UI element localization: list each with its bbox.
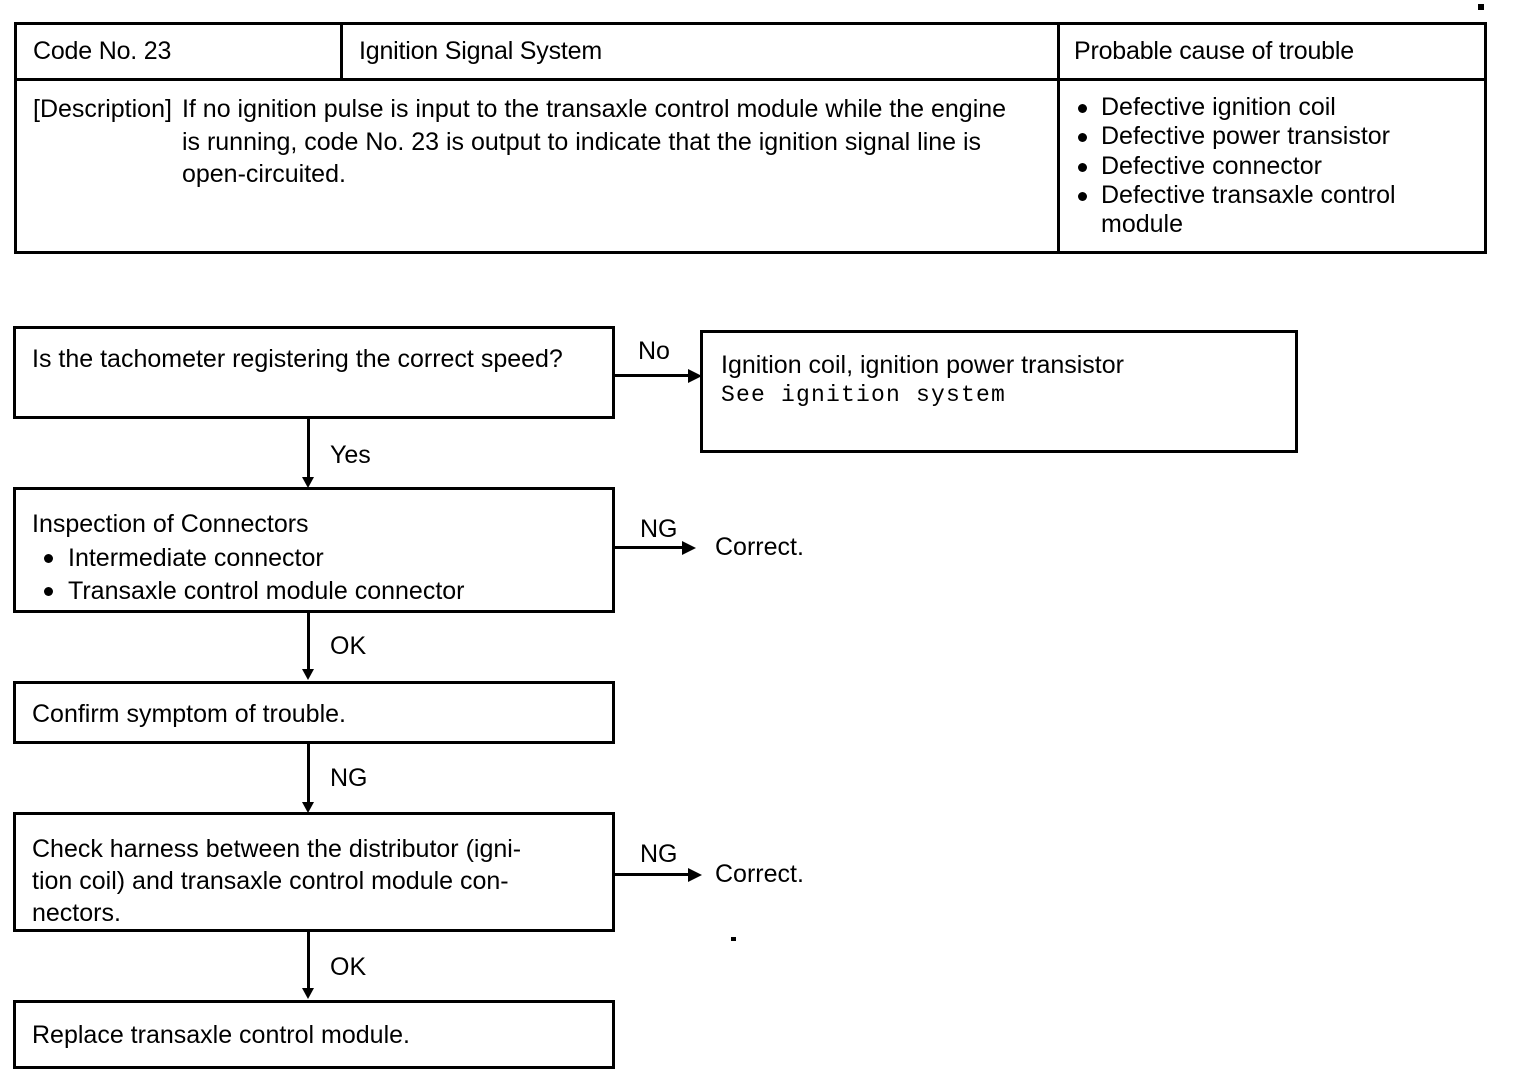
code-number-label: Code No. 23 (33, 36, 172, 65)
flow-node-title: Inspection of Connectors (32, 510, 309, 538)
table-cell-cause-header: Probable cause of trouble (1060, 25, 1484, 78)
edge-label-ng-3: NG (640, 840, 678, 868)
cause-text: Defective ignition coil (1101, 93, 1336, 121)
edge-yes-line (307, 419, 310, 479)
table-body-row: [Description] If no ignition pulse is in… (17, 81, 1484, 254)
bullet-icon (1078, 133, 1087, 143)
bullet-icon (44, 554, 53, 563)
edge-no-line (615, 374, 693, 377)
outcome-correct-2: Correct. (715, 860, 804, 888)
edge-label-ok-1: OK (330, 632, 367, 660)
diagnostic-code-table: Code No. 23 Ignition Signal System Proba… (14, 22, 1487, 254)
probable-cause-header-label: Probable cause of trouble (1074, 36, 1354, 65)
cause-text: Defective connector (1101, 151, 1322, 180)
flow-node-ignition-reference: Ignition coil, ignition power transistor… (700, 330, 1298, 453)
cause-text: Defective power transistor (1101, 122, 1391, 151)
edge-ok2-line (307, 932, 310, 990)
edge-label-no: No (638, 337, 670, 365)
edge-ng1-arrowhead (682, 541, 696, 555)
edge-label-ng-2: NG (330, 764, 368, 792)
flow-node-text-line2: See ignition system (721, 382, 1007, 408)
system-name-label: Ignition Signal System (359, 36, 602, 65)
cause-text: Defective transaxle control module (1101, 180, 1396, 238)
list-item: Defective transaxle control module (1074, 181, 1478, 240)
flow-node-confirm-symptom: Confirm symptom of trouble. (13, 681, 615, 744)
edge-ng3-line (615, 873, 693, 876)
flow-node-text: Confirm symptom of trouble. (32, 700, 346, 728)
description-text: If no ignition pulse is input to the tra… (181, 95, 1007, 188)
scan-speck (731, 937, 736, 941)
flow-node-tachometer-question: Is the tachometer registering the correc… (13, 326, 615, 419)
bullet-icon (1078, 162, 1087, 172)
edge-label-ng-1: NG (640, 515, 678, 543)
edge-no-arrowhead (688, 369, 702, 383)
flow-node-text: Replace transaxle control module. (32, 1021, 410, 1049)
outcome-correct-1: Correct. (715, 533, 804, 561)
list-item: Defective power transistor (1074, 122, 1478, 151)
list-item: Defective ignition coil (1074, 93, 1478, 122)
list-item: Transaxle control module connector (32, 575, 600, 608)
flow-node-inspection-connectors: Inspection of Connectors Intermediate co… (13, 487, 615, 613)
list-item: Intermediate connector (32, 542, 600, 575)
edge-label-ok-2: OK (330, 953, 367, 981)
edge-ng2-arrowhead (302, 802, 314, 813)
bullet-icon (1078, 191, 1087, 201)
flow-node-text: Is the tachometer registering the correc… (32, 345, 563, 373)
bullet-icon (1078, 104, 1087, 113)
inspection-items-list: Intermediate connector Transaxle control… (32, 542, 600, 607)
inspection-item-text: Transaxle control module connector (68, 576, 465, 605)
edge-yes-arrowhead (302, 477, 314, 488)
description-label: [Description] (33, 95, 172, 123)
table-cell-system: Ignition Signal System (343, 25, 1060, 78)
edge-ng1-line (615, 546, 687, 549)
description-cell: [Description] If no ignition pulse is in… (17, 81, 1060, 254)
scan-speck (1478, 4, 1484, 10)
edge-ok1-line (307, 613, 310, 671)
inspection-item-text: Intermediate connector (68, 544, 324, 572)
bullet-icon (44, 586, 53, 596)
probable-cause-cell: Defective ignition coil Defective power … (1060, 81, 1484, 254)
table-cell-code: Code No. 23 (17, 25, 343, 78)
flow-node-text: Check harness between the distributor (i… (32, 835, 522, 927)
probable-cause-list: Defective ignition coil Defective power … (1074, 93, 1478, 239)
flow-node-text-line1: Ignition coil, ignition power transistor (721, 351, 1124, 379)
edge-ng2-line (307, 744, 310, 804)
list-item: Defective connector (1074, 152, 1478, 181)
edge-ok2-arrowhead (302, 988, 314, 999)
edge-ok1-arrowhead (302, 669, 314, 680)
table-header-row: Code No. 23 Ignition Signal System Proba… (17, 25, 1484, 81)
flow-node-replace-module: Replace transaxle control module. (13, 1000, 615, 1069)
edge-label-yes: Yes (330, 441, 371, 469)
flow-node-check-harness: Check harness between the distributor (i… (13, 812, 615, 932)
edge-ng3-arrowhead (688, 868, 702, 882)
